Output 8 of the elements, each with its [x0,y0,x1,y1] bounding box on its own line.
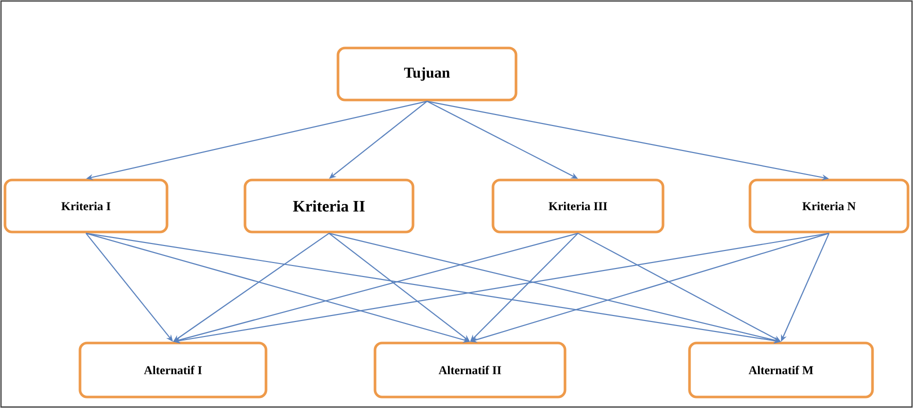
process-box: Alternatif I [78,342,268,398]
process-box: Alternatif II [374,342,566,398]
process-box: Kriteria I [4,178,168,234]
process-box: Kriteria N [748,178,910,234]
process-box: Kriteria II [244,178,414,234]
goal-box: Tujuan [336,46,518,102]
process-box: Alternatif M [688,342,874,398]
process-box: Kriteria III [492,178,664,234]
